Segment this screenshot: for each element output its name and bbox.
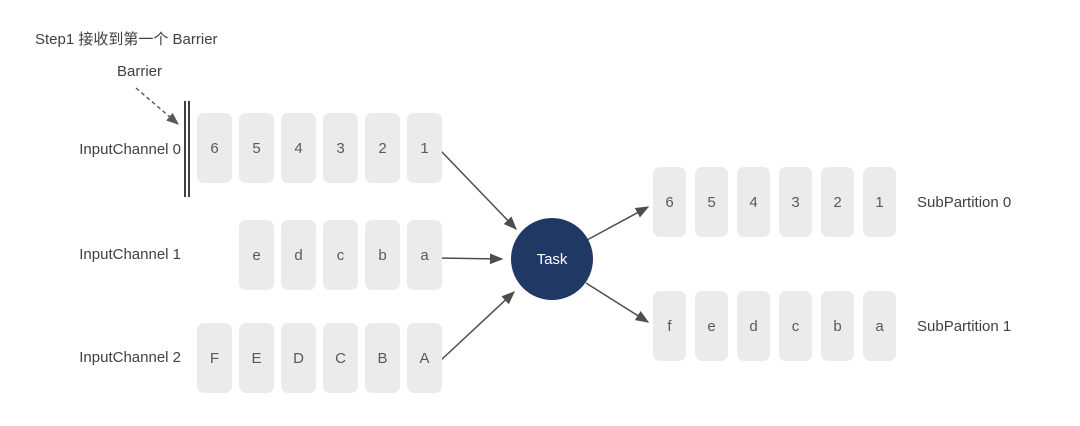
queue-cell: c	[779, 291, 812, 361]
queue-cell: D	[281, 323, 316, 393]
queue-cell: 3	[779, 167, 812, 237]
arrow-chan1-to-task	[436, 253, 504, 265]
queue-cell: 3	[323, 113, 358, 183]
queue-cell: 6	[197, 113, 232, 183]
queue-cell: d	[281, 220, 316, 290]
queue-cell: b	[821, 291, 854, 361]
subpartition-0-label: SubPartition 0	[917, 194, 1012, 211]
task-label: Task	[536, 250, 568, 268]
queue-cell: 6	[653, 167, 686, 237]
barrier-line	[184, 101, 190, 197]
inputchannel-2-label: InputChannel 2	[79, 349, 181, 366]
queue-cell: 1	[407, 113, 442, 183]
queue-cell: C	[323, 323, 358, 393]
arrow-task-to-sp1	[585, 282, 650, 323]
queue-cell: a	[863, 291, 896, 361]
queue-cell: e	[695, 291, 728, 361]
queue-cell: b	[365, 220, 400, 290]
queue-cell: A	[407, 323, 442, 393]
queue-cell: E	[239, 323, 274, 393]
queue-cell: a	[407, 220, 442, 290]
inputchannel-1-label: InputChannel 1	[79, 246, 181, 263]
arrow-chan0-to-task	[440, 150, 517, 230]
queue-cell: 4	[281, 113, 316, 183]
step-title: Step1 接收到第一个 Barrier	[35, 31, 218, 48]
barrier-pointer-arrow	[135, 87, 179, 125]
queue-cell: F	[197, 323, 232, 393]
task-node: Task	[511, 218, 593, 300]
queue-cell: d	[737, 291, 770, 361]
queue-cell: f	[653, 291, 686, 361]
queue-cell: 2	[365, 113, 400, 183]
subpartition-1-label: SubPartition 1	[917, 318, 1012, 335]
inputchannel-0-label: InputChannel 0	[79, 141, 181, 158]
barrier-label: Barrier	[117, 63, 163, 80]
queue-cell: 4	[737, 167, 770, 237]
queue-cell: B	[365, 323, 400, 393]
queue-cell: 2	[821, 167, 854, 237]
queue-cell: e	[239, 220, 274, 290]
queue-cell: 5	[239, 113, 274, 183]
arrow-chan2-to-task	[439, 291, 515, 362]
queue-cell: 5	[695, 167, 728, 237]
queue-cell: 1	[863, 167, 896, 237]
queue-cell: c	[323, 220, 358, 290]
arrow-task-to-sp0	[586, 206, 650, 241]
